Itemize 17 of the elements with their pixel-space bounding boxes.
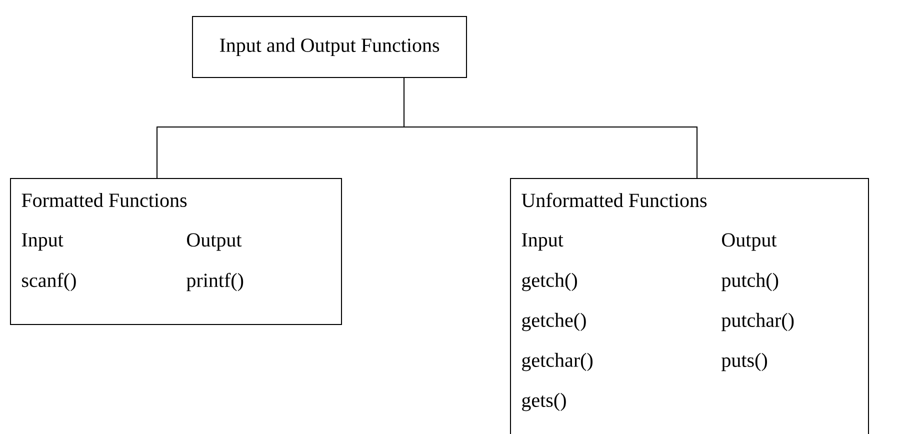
box-heading: Formatted Functions	[22, 192, 187, 208]
column-header: Output	[187, 233, 242, 251]
column-header: Output	[722, 233, 777, 251]
function-name: putchar()	[722, 312, 794, 332]
function-name: putch()	[722, 272, 778, 292]
box-heading: Unformatted Functions	[522, 192, 707, 208]
function-name: getchar()	[522, 352, 593, 372]
function-name: scanf()	[22, 272, 76, 292]
function-name: getche()	[522, 312, 586, 332]
function-name: puts()	[722, 352, 767, 372]
function-name: printf()	[186, 272, 244, 292]
column-header: Input	[522, 233, 564, 251]
function-name: getch()	[522, 272, 577, 292]
column-header: Input	[22, 233, 64, 251]
function-name: gets()	[522, 392, 566, 412]
title-box: Input and Output Functions	[192, 16, 467, 78]
connector-line	[404, 78, 698, 178]
